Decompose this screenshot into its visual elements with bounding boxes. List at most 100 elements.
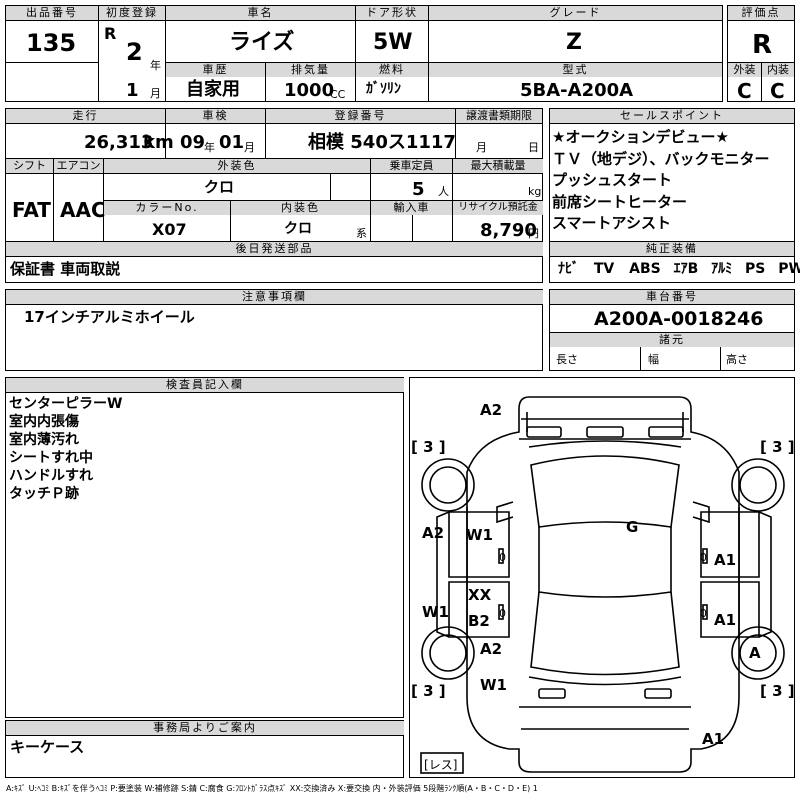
header-box: [5, 5, 723, 102]
equip-nav: ﾅﾋﾞ: [558, 261, 579, 277]
equip-pw: PW: [778, 261, 800, 277]
car-diagram: [420, 396, 785, 774]
later-parts-label: 後日発送部品: [6, 242, 543, 256]
inspector-box: [5, 377, 404, 718]
reg-label: 初度登録: [99, 6, 165, 20]
equip-abs: ABS: [629, 261, 661, 277]
zero-mark: 0: [499, 551, 506, 564]
int-grade: C: [770, 79, 785, 103]
spec-height: 高さ: [726, 353, 748, 366]
int-color: クロ: [284, 221, 312, 237]
lot-no-label: 出品番号: [6, 6, 98, 20]
mark-a2-lower: A2: [480, 640, 503, 658]
inspector-line: ハンドルすれ: [9, 468, 93, 484]
equip-ps: PS: [745, 261, 766, 277]
equip-alloy: ｱﾙﾐ: [711, 261, 733, 277]
selling-points-list: ★オークションデビュー★ ＴＶ（地デジ）、バックモニター プッシュスタート 前席…: [552, 127, 770, 235]
mileage-unit: km: [143, 132, 174, 153]
spare-tire-status: [レス]: [424, 758, 458, 772]
notes-text: 17インチアルミホイール: [24, 308, 195, 326]
inspector-line: タッチＰ跡: [9, 486, 79, 502]
tread-fl: [ 3 ]: [411, 438, 446, 456]
month-unit: 月: [150, 87, 161, 100]
mark-a1-upper: A1: [714, 551, 737, 569]
selling-points-label: セールスポイント: [550, 109, 794, 123]
history: 自家用: [186, 79, 240, 100]
color-label: 外装色: [104, 159, 370, 173]
office-text: キーケース: [10, 738, 85, 756]
mark-w1-upper: W1: [466, 526, 493, 544]
disp-label: 排気量: [266, 63, 355, 77]
spec-length: 長さ: [556, 353, 578, 366]
equipment-label: 純正装備: [550, 242, 794, 256]
zero-mark: 0: [700, 551, 707, 564]
insp-month-unit: 月: [244, 141, 255, 154]
inspection-label: 車検: [166, 109, 265, 123]
shift: FAT: [12, 198, 51, 222]
fuel-label: 燃料: [356, 63, 428, 77]
selling-point-item: ＴＶ（地デジ）、バックモニター: [552, 149, 770, 168]
grade-label: グレード: [429, 6, 722, 20]
door-label: ドア形状: [356, 6, 428, 20]
later-parts: 保証書 車両取説: [10, 260, 121, 278]
model: 5BA-A200A: [520, 80, 634, 101]
capacity: 5: [412, 179, 425, 200]
transfer-month: 月: [476, 141, 487, 154]
capacity-label: 乗車定員: [371, 159, 452, 173]
tread-rl: [ 3 ]: [411, 682, 446, 700]
insp-year-unit: 年: [204, 141, 215, 154]
office-label: 事務局よりご案内: [6, 721, 404, 735]
year-unit: 年: [150, 59, 161, 72]
reg-year: 2: [126, 38, 143, 66]
selling-point-item: スマートアシスト: [552, 214, 671, 232]
load-label: 最大積載量: [453, 159, 543, 173]
equipment-list: ﾅﾋﾞ TV ABS ｴｱB ｱﾙﾐ PS PW: [558, 262, 800, 276]
inspector-notes: センターピラーW 室内内張傷 室内薄汚れ シートすれ中 ハンドルすれ タッチＰ跡: [9, 395, 122, 503]
load-unit: kg: [528, 185, 542, 198]
mark-w1-lower: W1: [480, 676, 507, 694]
mark-a-wheel: A: [749, 644, 761, 662]
chassis-number: A200A-0018246: [594, 308, 764, 330]
legend: A:ｷｽﾞ U:ﾍｺﾐ B:ｷｽﾞを伴うﾍｺﾐ P:要塗装 W:補修跡 S:錆 …: [6, 784, 538, 793]
history-label: 車歴: [166, 63, 265, 77]
inspector-line: 室内内張傷: [9, 414, 79, 430]
ac-label: エアコン: [54, 159, 103, 173]
mark-a1-lower: A1: [714, 611, 737, 629]
mileage-label: 走行: [6, 109, 165, 123]
mark-g: G: [626, 518, 639, 536]
spec-width: 幅: [648, 353, 659, 366]
equip-tv: TV: [593, 261, 615, 277]
recycle-label: リサイクル預託金: [453, 201, 543, 215]
name-label: 車名: [166, 6, 355, 20]
mark-w1-left: W1: [422, 603, 449, 621]
int-color-label: 内装色: [231, 201, 370, 215]
door: 5W: [373, 30, 413, 55]
int-label: 内装: [762, 63, 794, 77]
zero-mark: 0: [700, 607, 707, 620]
plate: 相模 540ス1117: [308, 132, 456, 153]
transfer-day: 日: [528, 141, 539, 154]
notes-label: 注意事項欄: [6, 290, 543, 304]
recycle: 8,790: [480, 220, 537, 241]
mark-left-a2: A2: [422, 524, 445, 542]
equip-airbag: ｴｱB: [673, 261, 699, 277]
score-label: 評価点: [728, 6, 794, 20]
inspector-line: シートすれ中: [9, 450, 93, 466]
disp-unit: CC: [330, 88, 346, 101]
import-label: 輸入車: [371, 201, 452, 215]
reg-month: 1: [126, 80, 139, 101]
color-no: X07: [152, 220, 187, 239]
mark-a1-bottom: A1: [702, 730, 725, 748]
inspector-line: センターピラーW: [9, 396, 123, 412]
ext-label: 外装: [728, 63, 761, 77]
car-name: ライズ: [229, 30, 295, 55]
score: R: [752, 30, 773, 60]
lot-no: 135: [26, 29, 77, 57]
model-label: 型式: [429, 63, 722, 77]
color-no-label: カラーNo.: [104, 201, 230, 215]
mark-top-a2: A2: [480, 401, 503, 419]
selling-point-item: ★オークションデビュー★: [552, 128, 729, 146]
shift-label: シフト: [6, 159, 53, 173]
ac: AAC: [60, 198, 106, 222]
int-color-unit: 系: [356, 227, 367, 240]
